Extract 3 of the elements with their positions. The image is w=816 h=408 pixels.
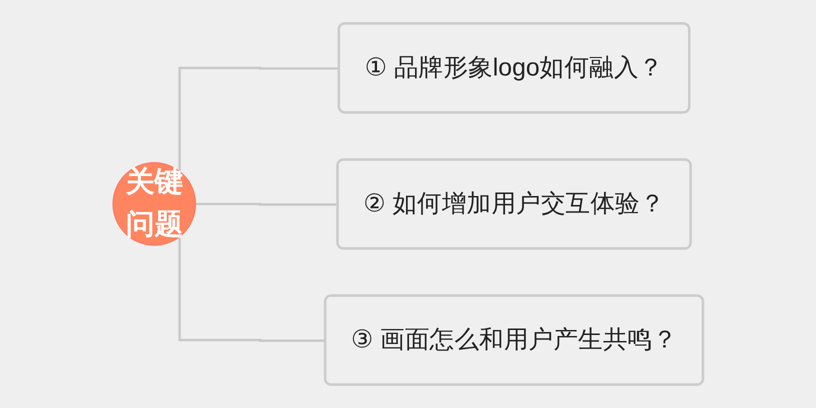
connector — [178, 66, 340, 172]
connector — [194, 202, 338, 206]
connector — [178, 236, 326, 342]
